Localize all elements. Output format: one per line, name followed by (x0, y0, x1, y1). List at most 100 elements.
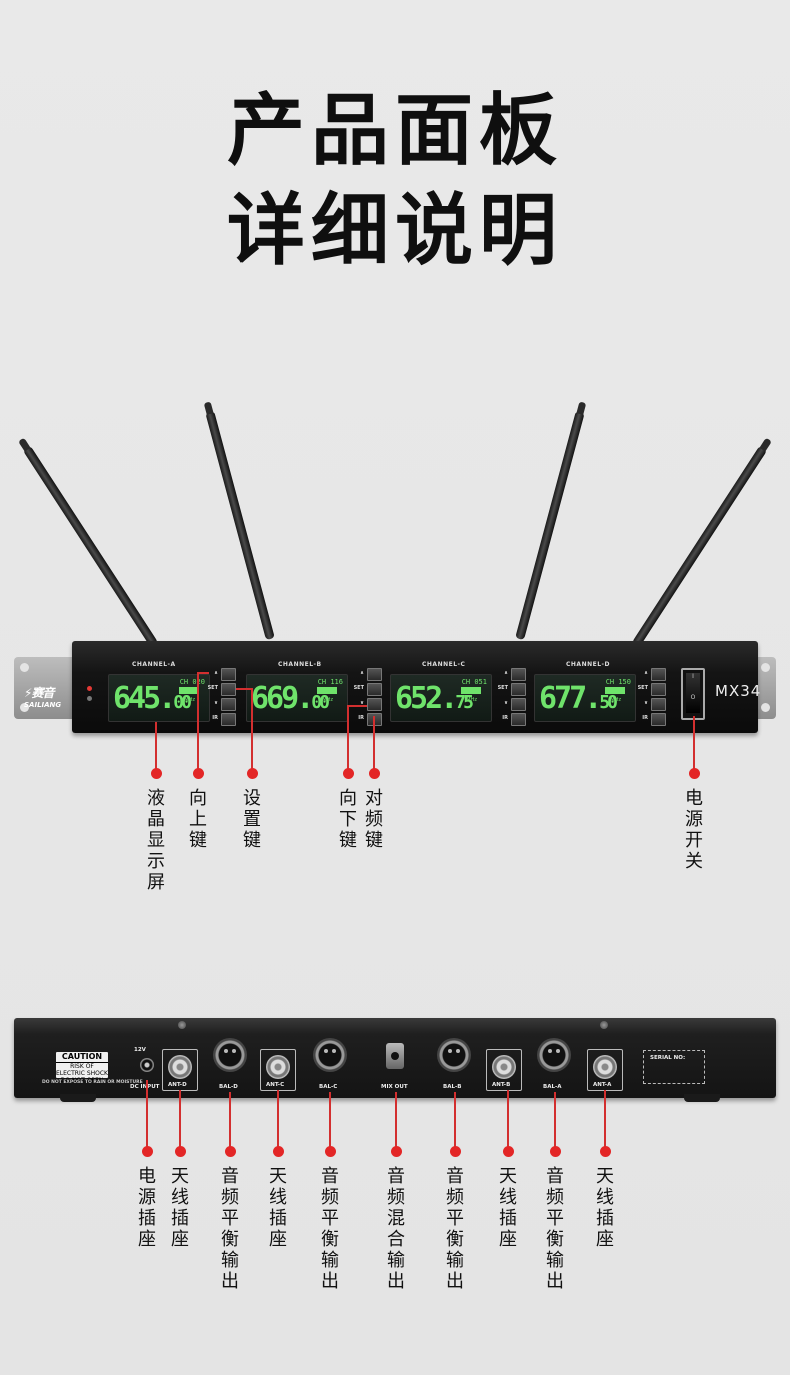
mhz-unit: MHz (322, 697, 333, 703)
freq-dec: 00 (173, 692, 192, 713)
antenna-4 (631, 445, 768, 648)
up-button[interactable]: ∧ (486, 668, 526, 681)
callout-dot (141, 1146, 153, 1157)
channel-a-lcd: CH 020 MHz 645.00 (108, 674, 210, 722)
freq-int: 669 (251, 681, 299, 716)
callout-dot (272, 1146, 284, 1157)
callout-line (155, 722, 157, 774)
bal-c-label: BAL-C (319, 1084, 338, 1090)
down-button[interactable]: ∨ (626, 698, 666, 711)
callout-dot (688, 768, 700, 779)
ir-button[interactable]: IR (626, 713, 666, 726)
button-cap (651, 713, 666, 726)
bal-d-label: BAL-D (219, 1084, 238, 1090)
button-cap (511, 683, 526, 696)
callout-dot (390, 1146, 402, 1157)
bal-c-xlr[interactable] (313, 1038, 347, 1072)
callout-line (693, 716, 695, 774)
channel-d-lcd: CH 150 MHz 677.50 (534, 674, 636, 722)
up-button[interactable]: ∧ (626, 668, 666, 681)
callout-dot (150, 768, 162, 779)
callout-line (395, 1092, 397, 1152)
button-cap (367, 683, 382, 696)
channel-b-buttons: ∧ SET ∨ IR (342, 668, 382, 728)
up-button[interactable]: ∧ (342, 668, 382, 681)
callout-dot (224, 1146, 236, 1157)
callout-up-key: 向上键 (189, 788, 207, 851)
channel-number: CH 116 (317, 678, 343, 686)
callout-dot (324, 1146, 336, 1157)
callout-dot (342, 768, 354, 779)
bal-b-xlr[interactable] (437, 1038, 471, 1072)
power-led (87, 686, 92, 691)
callout-dot (549, 1146, 561, 1157)
ir-button[interactable]: IR (196, 713, 236, 726)
serial-number-box: SERIAL NO: (643, 1050, 705, 1084)
callout-line (373, 716, 375, 774)
bnc-connector (593, 1055, 617, 1079)
callout-ir-key: 对频键 (365, 788, 383, 851)
frequency-display: 669.00 (251, 681, 330, 716)
set-button[interactable]: SET (486, 683, 526, 696)
channel-number: CH 051 (461, 678, 487, 686)
callout-bal-c: 音频平衡输出 (321, 1166, 339, 1292)
callout-bal-d: 音频平衡输出 (221, 1166, 239, 1292)
mhz-unit: MHz (610, 697, 621, 703)
down-label: ∨ (503, 700, 508, 706)
ant-b-socket[interactable] (486, 1049, 522, 1091)
rack-hole (20, 703, 29, 712)
callout-line (179, 1090, 181, 1152)
set-button[interactable]: SET (342, 683, 382, 696)
bal-a-xlr[interactable] (537, 1038, 571, 1072)
callout-line (229, 1092, 231, 1152)
down-button[interactable]: ∨ (486, 698, 526, 711)
ant-c-socket[interactable] (260, 1049, 296, 1091)
rf-level-bars (179, 687, 199, 694)
set-label: SET (353, 685, 364, 691)
model-name: MX34 (715, 682, 762, 700)
callout-line (604, 1090, 606, 1152)
freq-int: 652 (395, 681, 443, 716)
screw (178, 1021, 186, 1029)
ir-button[interactable]: IR (486, 713, 526, 726)
button-cap (651, 698, 666, 711)
button-cap (511, 698, 526, 711)
mix-out-jack[interactable] (386, 1043, 404, 1069)
button-cap (221, 668, 236, 681)
callout-line (277, 1090, 279, 1152)
power-rocker: I O (686, 673, 700, 713)
rack-hole (761, 663, 770, 672)
callout-line (507, 1090, 509, 1152)
heading-line-1: 产品面板 (226, 86, 563, 176)
down-button[interactable]: ∨ (196, 698, 236, 711)
down-label: ∨ (213, 700, 218, 706)
dc-input-jack[interactable] (140, 1058, 154, 1072)
rack-foot (60, 1094, 96, 1102)
brand-cn: 赛音 (31, 686, 54, 700)
brand-mark: ⚡赛音 (24, 686, 54, 700)
ant-c-label: ANT-C (266, 1082, 285, 1088)
switch-off-mark: O (690, 694, 696, 701)
callout-dot (368, 768, 380, 779)
callout-line (347, 705, 367, 707)
set-button[interactable]: SET (196, 683, 236, 696)
ant-a-label: ANT-A (593, 1082, 612, 1088)
rack-hole (20, 663, 29, 672)
antenna-2 (205, 410, 275, 641)
up-button[interactable]: ∧ (196, 668, 236, 681)
caution-label: CAUTION RISK OF ELECTRIC SHOCK DO NOT OP… (56, 1052, 108, 1084)
bal-d-xlr[interactable] (213, 1038, 247, 1072)
callout-ant-d: 天线插座 (171, 1166, 189, 1250)
frequency-display: 652.75 (395, 681, 474, 716)
callout-mix-out: 音频混合输出 (387, 1166, 405, 1292)
status-led (87, 696, 92, 701)
mhz-unit: MHz (466, 697, 477, 703)
rf-level-bars (605, 687, 625, 694)
callout-dc-input: 电源插座 (138, 1166, 156, 1250)
down-button[interactable]: ∨ (342, 698, 382, 711)
set-button[interactable]: SET (626, 683, 666, 696)
channel-c-label: CHANNEL-C (422, 661, 466, 668)
channel-a-buttons: ∧ SET ∨ IR (196, 668, 236, 728)
power-switch[interactable]: I O (681, 668, 705, 720)
freq-int: 645 (113, 681, 161, 716)
